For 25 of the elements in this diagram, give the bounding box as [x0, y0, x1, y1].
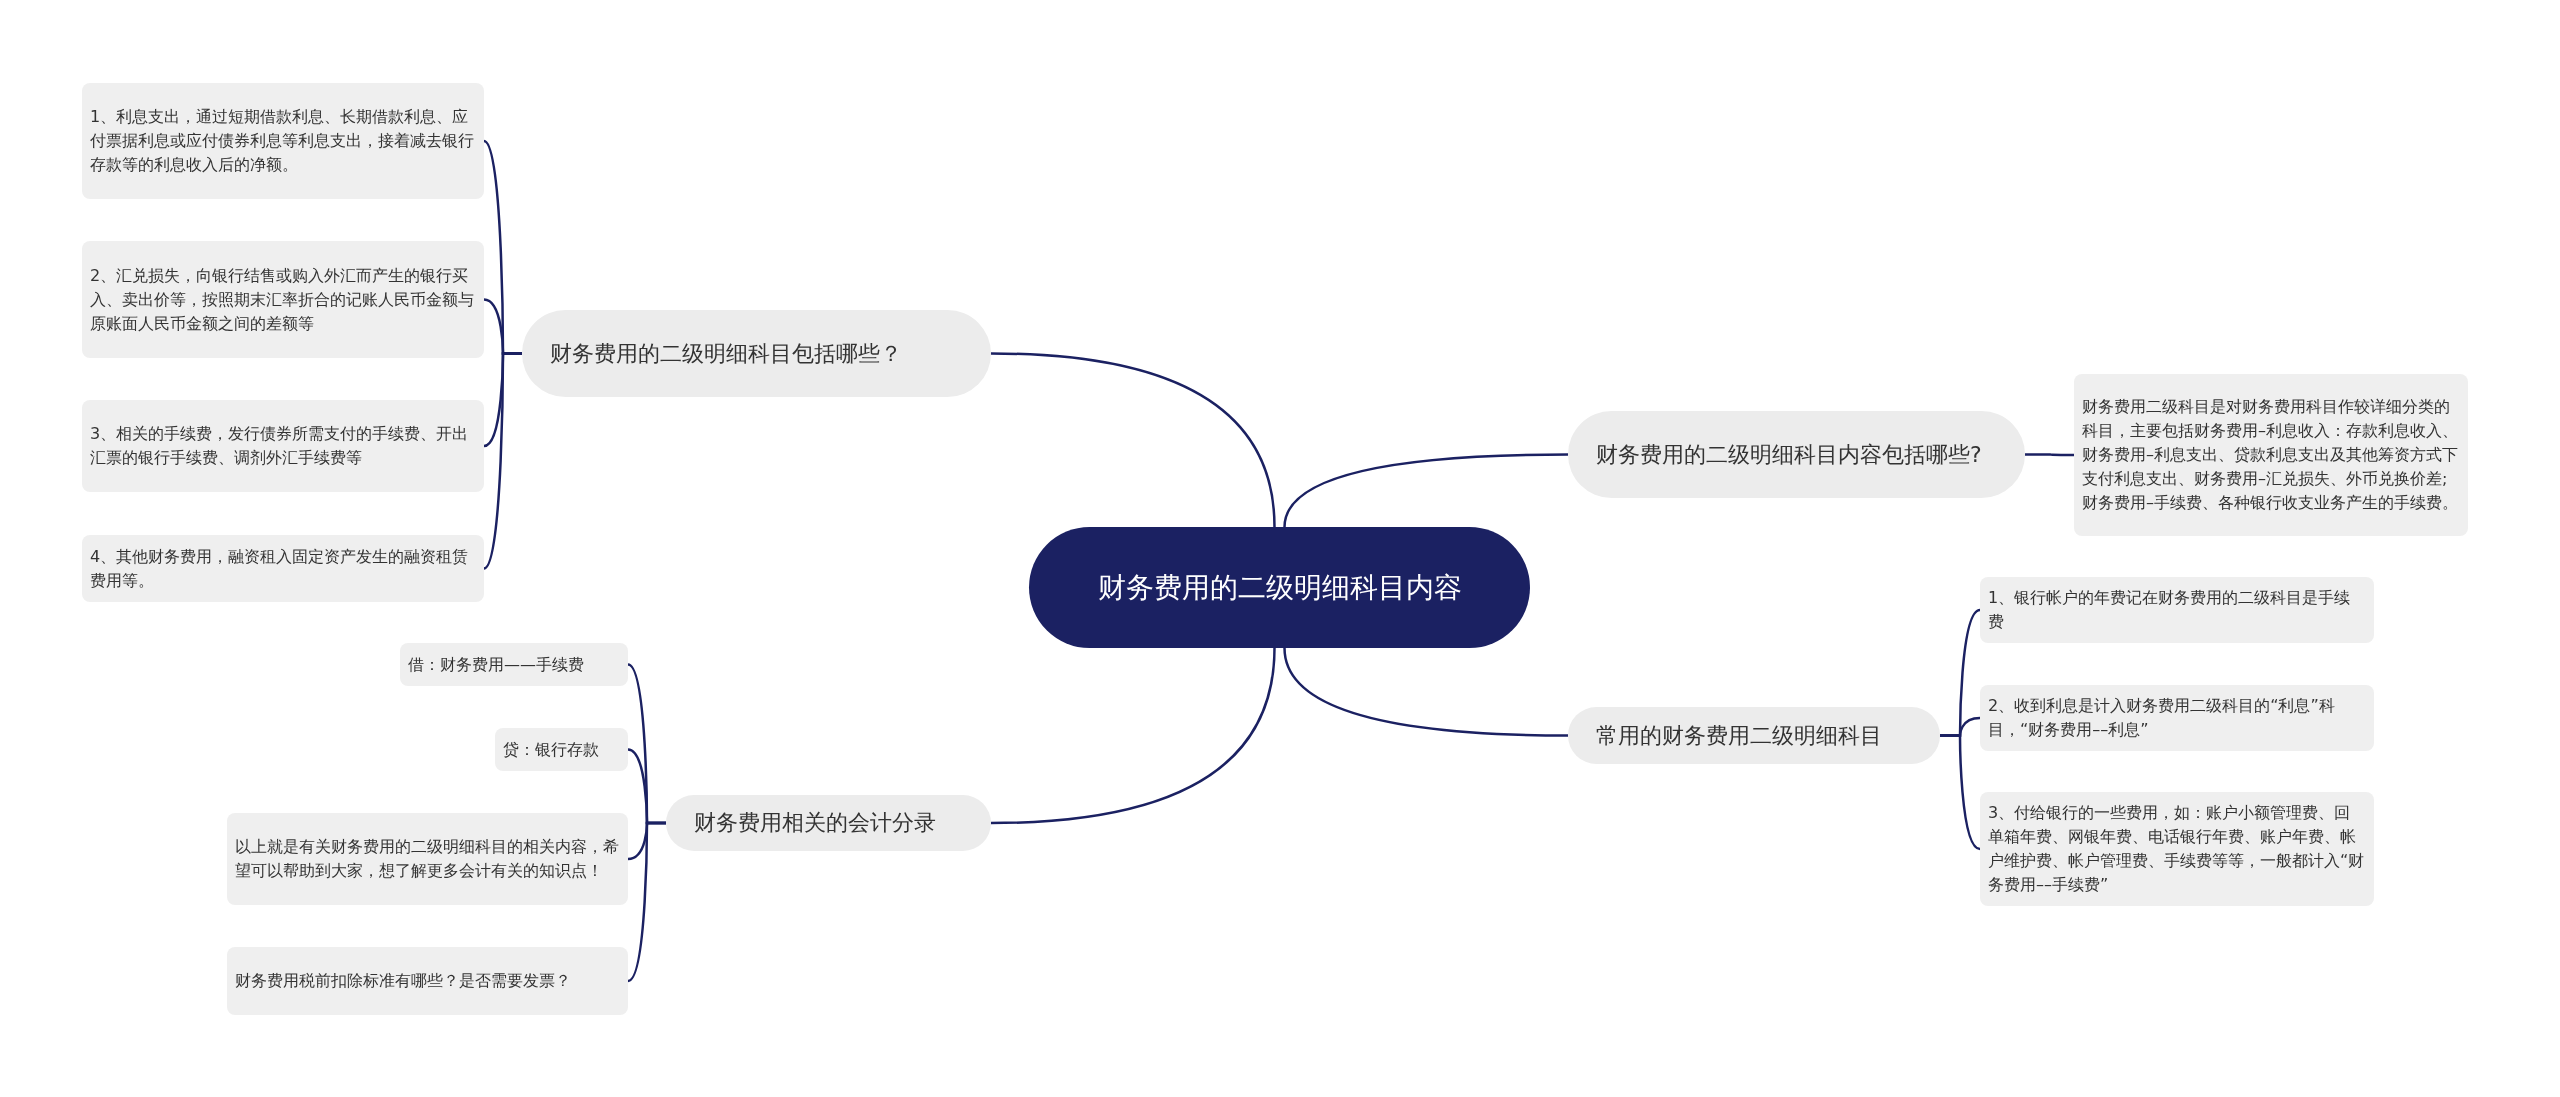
leaf-note: 借：财务费用——手续费: [400, 643, 628, 686]
branch-topic: 财务费用的二级明细科目内容包括哪些?: [1568, 411, 2025, 498]
connector-line: [1283, 647, 1568, 737]
leaf-note: 财务费用二级科目是对财务费用科目作较详细分类的科目，主要包括财务费用–利息收入：存款利息收入、财务费用–利息支出、贷款利息支出及其他筹资方式下支付利息支出、财务费用–汇兑损失、外币兑换价差;财务费用–手续费、各种银行收支业务产生的手续费。: [2074, 374, 2468, 536]
leaf-note: 1、银行帐户的年费记在财务费用的二级科目是手续费: [1980, 577, 2374, 643]
leaf-note: 1、利息支出，通过短期借款利息、长期借款利息、应付票据利息或应付债券利息等利息支出，接着减去银行存款等的利息收入后的净额。: [82, 83, 484, 199]
branch-topic: 财务费用相关的会计分录: [666, 795, 991, 851]
central-topic: 财务费用的二级明细科目内容: [1029, 527, 1530, 648]
leaf-note: 以上就是有关财务费用的二级明细科目的相关内容，希望可以帮助到大家，想了解更多会计有关的知识点！: [227, 813, 628, 905]
connector-line: [1940, 734, 1981, 851]
connector-line: [1283, 453, 1568, 528]
connector-line: [990, 352, 1276, 528]
connector-line: [483, 352, 522, 570]
leaf-note: 2、收到利息是计入财务费用二级科目的“利息”科目，“财务费用––利息”: [1980, 685, 2374, 751]
leaf-note: 3、相关的手续费，发行债券所需支付的手续费、开出汇票的银行手续费、调剂外汇手续费等: [82, 400, 484, 492]
connector-line: [627, 821, 666, 982]
branch-topic: 财务费用的二级明细科目包括哪些？: [522, 310, 991, 397]
leaf-note: 3、付给银行的一些费用，如：账户小额管理费、回单箱年费、网银年费、电话银行年费、账户年费、帐户维护费、帐户管理费、手续费等等，一般都计入“财务费用––手续费”: [1980, 792, 2374, 906]
leaf-note: 财务费用税前扣除标准有哪些？是否需要发票？: [227, 947, 628, 1015]
leaf-note: 贷：银行存款: [495, 728, 628, 771]
connector-line: [990, 647, 1276, 825]
leaf-note: 2、汇兑损失，向银行结售或购入外汇而产生的银行买入、卖出价等，按照期末汇率折合的记账人民币金额与原账面人民币金额之间的差额等: [82, 241, 484, 358]
connector-line: [2025, 453, 2074, 457]
leaf-note: 4、其他财务费用，融资租入固定资产发生的融资租赁费用等。: [82, 535, 484, 602]
branch-topic: 常用的财务费用二级明细科目: [1568, 707, 1940, 764]
